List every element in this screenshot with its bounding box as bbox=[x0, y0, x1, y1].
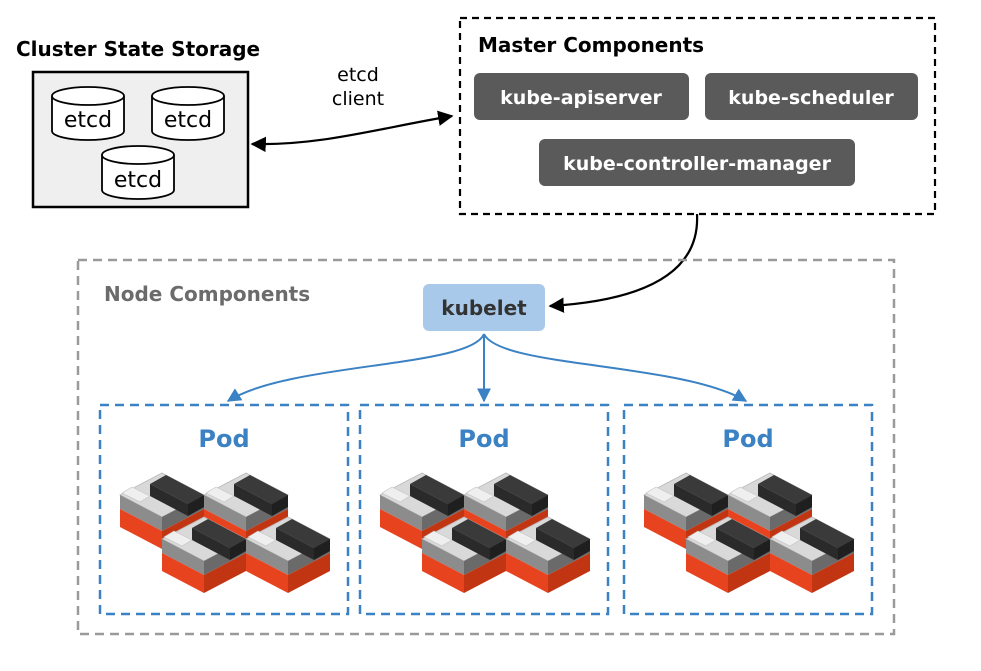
container-stack-icon bbox=[644, 473, 854, 593]
kube-scheduler-label: kube-scheduler bbox=[728, 87, 894, 109]
node-components: Node Components kubelet Pod Pod Pod bbox=[76, 258, 896, 636]
kube-controller-manager-label: kube-controller-manager bbox=[563, 153, 832, 175]
container-stack-icon bbox=[380, 473, 590, 593]
container-stack-icon bbox=[120, 473, 330, 593]
kubelet-box bbox=[423, 284, 545, 331]
pod-box bbox=[622, 403, 874, 616]
pod-box bbox=[358, 403, 610, 616]
kube-scheduler-box bbox=[705, 73, 918, 120]
connector-label-line2: client bbox=[332, 88, 384, 110]
master-to-kubelet-arrow bbox=[548, 213, 699, 313]
node-components-title: Node Components bbox=[104, 282, 310, 306]
etcd-label: etcd bbox=[64, 108, 112, 133]
etcd-cylinder: etcd bbox=[51, 86, 125, 141]
etcd-cylinder: etcd bbox=[101, 145, 175, 200]
pod-label: Pod bbox=[458, 425, 509, 453]
master-components: Master Components kube-apiserver kube-sc… bbox=[458, 16, 937, 216]
kubelet-to-pod-arrow bbox=[483, 333, 748, 402]
etcd-client-connector: etcd client bbox=[250, 64, 454, 153]
etcd-client-arrow bbox=[250, 110, 454, 153]
kube-apiserver-label: kube-apiserver bbox=[500, 87, 662, 109]
etcd-label: etcd bbox=[114, 168, 162, 193]
pod-label: Pod bbox=[722, 425, 773, 453]
kube-apiserver-box bbox=[474, 73, 689, 120]
pod-box bbox=[98, 403, 350, 616]
kube-controller-manager-box bbox=[539, 139, 855, 186]
pod-label: Pod bbox=[198, 425, 249, 453]
etcd-label: etcd bbox=[164, 108, 212, 133]
cluster-state-title: Cluster State Storage bbox=[16, 37, 260, 61]
pod: Pod bbox=[622, 403, 874, 616]
node-components-box bbox=[76, 258, 896, 636]
master-components-title: Master Components bbox=[478, 33, 704, 57]
connector-label-line1: etcd bbox=[337, 64, 379, 86]
cluster-state-storage: Cluster State Storage etcd etcd etcd bbox=[16, 37, 260, 209]
pod: Pod bbox=[98, 403, 350, 616]
etcd-cylinder: etcd bbox=[151, 86, 225, 141]
kubelet-label: kubelet bbox=[441, 296, 527, 320]
pod: Pod bbox=[358, 403, 610, 616]
kubelet-to-pod-arrow bbox=[226, 333, 485, 402]
